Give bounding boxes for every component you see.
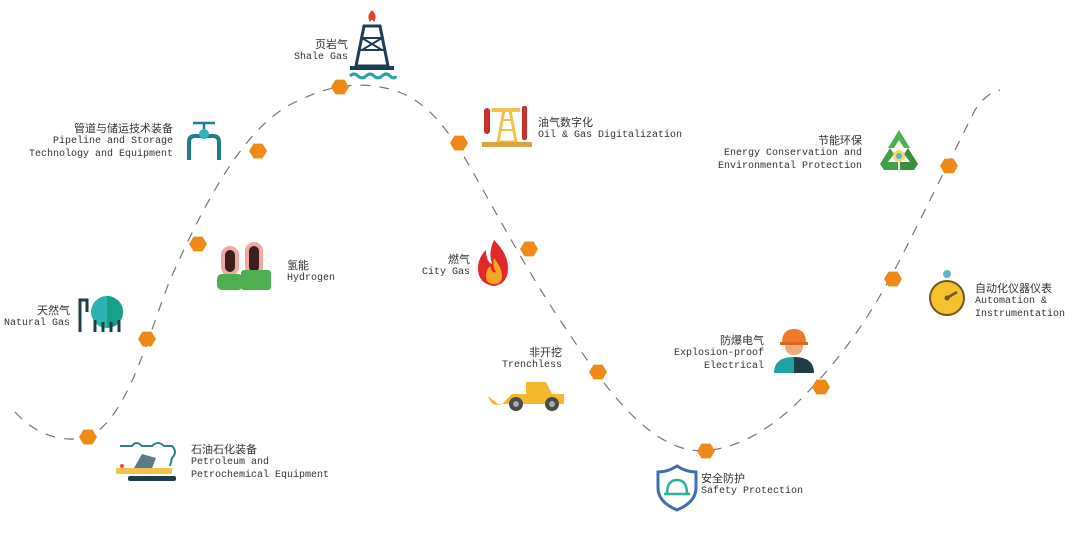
hydrogen-cell-icon	[217, 242, 271, 290]
label-energy: 节能环保 Energy Conservation and Environment…	[717, 134, 862, 172]
hexagon-node-natural-gas	[138, 331, 156, 347]
label-petrochemical: 石油石化装备 Petroleum and Petrochemical Equip…	[191, 443, 330, 481]
label-explosion-proof: 防爆电气 Explosion-proof Electrical	[673, 334, 764, 372]
recycle-icon	[880, 130, 918, 170]
hexagon-node-safety	[697, 443, 715, 459]
flame-icon	[478, 240, 508, 286]
drilling-rig-icon	[348, 10, 398, 80]
hexagon-node-hydrogen	[189, 236, 207, 252]
hexagon-node-shale-gas	[331, 79, 349, 95]
dashed-wave-curve	[14, 84, 1001, 452]
label-hydrogen: 氢能 Hydrogen	[287, 259, 336, 284]
loader-truck-icon	[488, 382, 564, 411]
hexagon-node-automation	[884, 271, 902, 287]
worker-icon	[774, 329, 814, 373]
label-trenchless: 非开挖 Trenchless	[501, 346, 562, 371]
label-digitalization: 油气数字化 Oil & Gas Digitalization	[538, 116, 683, 141]
hexagon-node-digitalization	[450, 135, 468, 151]
label-city-gas: 燃气 City Gas	[421, 253, 470, 278]
gas-tank-icon	[78, 296, 123, 332]
pipe-valve-icon	[187, 121, 221, 160]
hexagon-node-explosion-proof	[812, 379, 830, 395]
hexagon-node-petrochemical	[79, 429, 97, 445]
label-safety: 安全防护 Safety Protection	[701, 472, 804, 497]
label-pipeline: 管道与储运技术装备 Pipeline and Storage Technolog…	[28, 122, 173, 160]
shield-helmet-icon	[656, 464, 698, 512]
oil-derrick-icon	[482, 106, 532, 147]
stopwatch-icon	[929, 270, 965, 316]
hexagon-node-city-gas	[520, 241, 538, 257]
label-natural-gas: 天然气 Natural Gas	[3, 304, 70, 329]
oil-pump-pipeline-icon	[116, 442, 176, 481]
hexagon-node-energy	[940, 158, 958, 174]
hexagon-node-trenchless	[589, 364, 607, 380]
label-automation: 自动化仪器仪表 Automation & Instrumentation	[975, 282, 1066, 320]
label-shale-gas: 页岩气 Shale Gas	[293, 38, 348, 63]
hexagon-node-pipeline	[249, 143, 267, 159]
